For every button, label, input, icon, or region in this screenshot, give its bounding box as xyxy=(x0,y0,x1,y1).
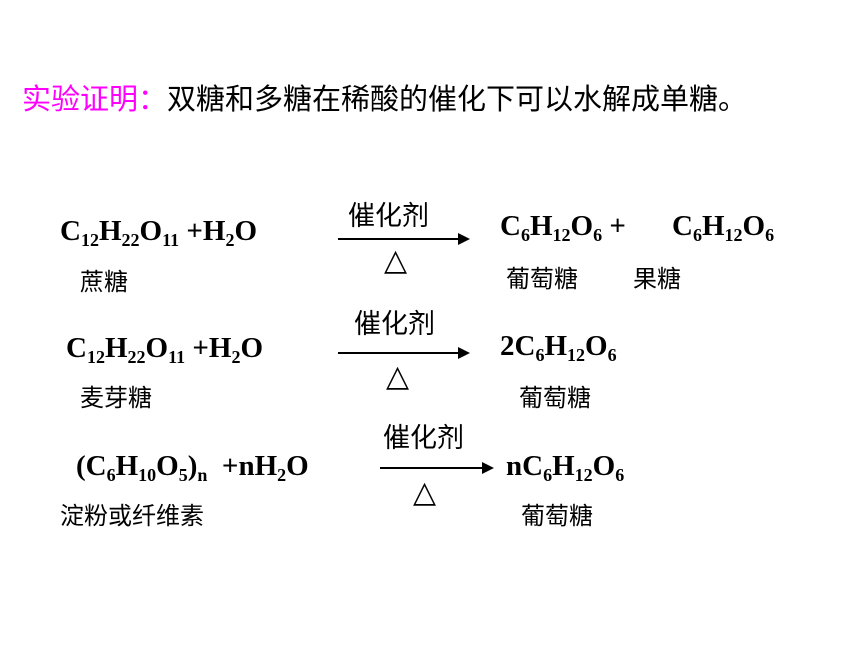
reaction-2-heat-condition: △ xyxy=(386,359,410,394)
reaction-1-catalyst: 催化剂 xyxy=(348,201,429,232)
reaction-2-reactants: C12H22O11 +H2O xyxy=(66,332,263,367)
heading-text: 双糖和多糖在稀酸的催化下可以水解成单糖。 xyxy=(167,82,748,116)
heading: 实验证明：双糖和多糖在稀酸的催化下可以水解成单糖。 xyxy=(22,76,747,118)
reaction-2-catalyst: 催化剂 xyxy=(354,309,435,340)
reaction-2-product: 2C6H12O6 xyxy=(500,330,617,365)
reaction-3-heat-condition: △ xyxy=(413,475,437,510)
reaction-1-arrow xyxy=(338,233,470,245)
reaction-1-reactant-name: 蔗糖 xyxy=(80,268,128,296)
reaction-2-product-name: 葡萄糖 xyxy=(519,384,591,412)
reaction-1-product-name-2: 果糖 xyxy=(633,265,681,293)
heading-label: 实验证明： xyxy=(22,82,168,116)
reaction-3-reactant-name: 淀粉或纤维素 xyxy=(60,502,204,530)
reaction-2-arrow xyxy=(338,347,470,359)
reaction-3-arrow xyxy=(380,462,494,474)
reaction-1-product-2: C6H12O6 xyxy=(672,210,775,245)
reaction-3-product: nC6H12O6 xyxy=(506,450,625,485)
reaction-1-reactants: C12H22O11 +H2O xyxy=(60,215,257,250)
reaction-3-product-name: 葡萄糖 xyxy=(521,502,593,530)
reaction-3-reactants: (C6H10O5)n +nH2O xyxy=(76,450,309,485)
reaction-3-catalyst: 催化剂 xyxy=(383,423,464,454)
reaction-2-reactant-name: 麦芽糖 xyxy=(80,384,152,412)
reaction-1-product-name-1: 葡萄糖 xyxy=(506,265,578,293)
reaction-1-heat-condition: △ xyxy=(384,243,408,278)
reaction-1-product-1: C6H12O6 + xyxy=(500,210,626,245)
